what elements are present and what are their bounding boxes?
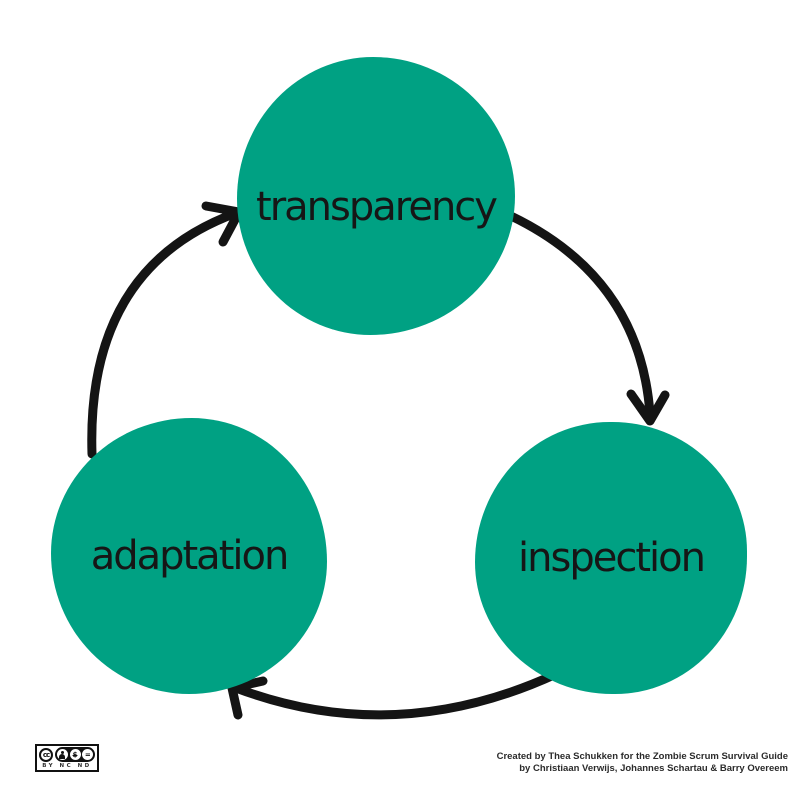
arrow-transparency-to-inspection [506, 211, 670, 426]
node-adaptation-label: adaptation [90, 533, 290, 579]
node-transparency: transparency [237, 57, 515, 335]
arrow-inspection-to-adaptation [227, 669, 561, 720]
cc-badge-icon-row: cc $ = [39, 747, 95, 762]
arrow-adaptation-to-transparency [87, 201, 244, 459]
cc-nd-equals-icon: = [82, 749, 94, 760]
attribution-line-1: Created by Thea Schukken for the Zombie … [496, 751, 788, 762]
node-inspection: inspection [475, 422, 747, 694]
cc-license-pill: $ = [55, 747, 95, 762]
attribution-line-2: by Christiaan Verwijs, Johannes Schartau… [519, 762, 788, 774]
node-adaptation: adaptation [51, 418, 327, 694]
node-inspection-label: inspection [518, 535, 706, 581]
cc-license-badge: cc $ = BY NC ND [35, 744, 99, 772]
cc-by-person-icon [56, 749, 68, 760]
person-icon [58, 750, 67, 759]
cc-nc-dollar-icon: $ [69, 749, 81, 760]
cc-badge-caption: BY NC ND [42, 763, 92, 769]
node-transparency-label: transparency [256, 184, 498, 230]
cc-logo-icon: cc [39, 747, 53, 762]
attribution-text: Created by Thea Schukken for the Zombie … [497, 751, 788, 774]
